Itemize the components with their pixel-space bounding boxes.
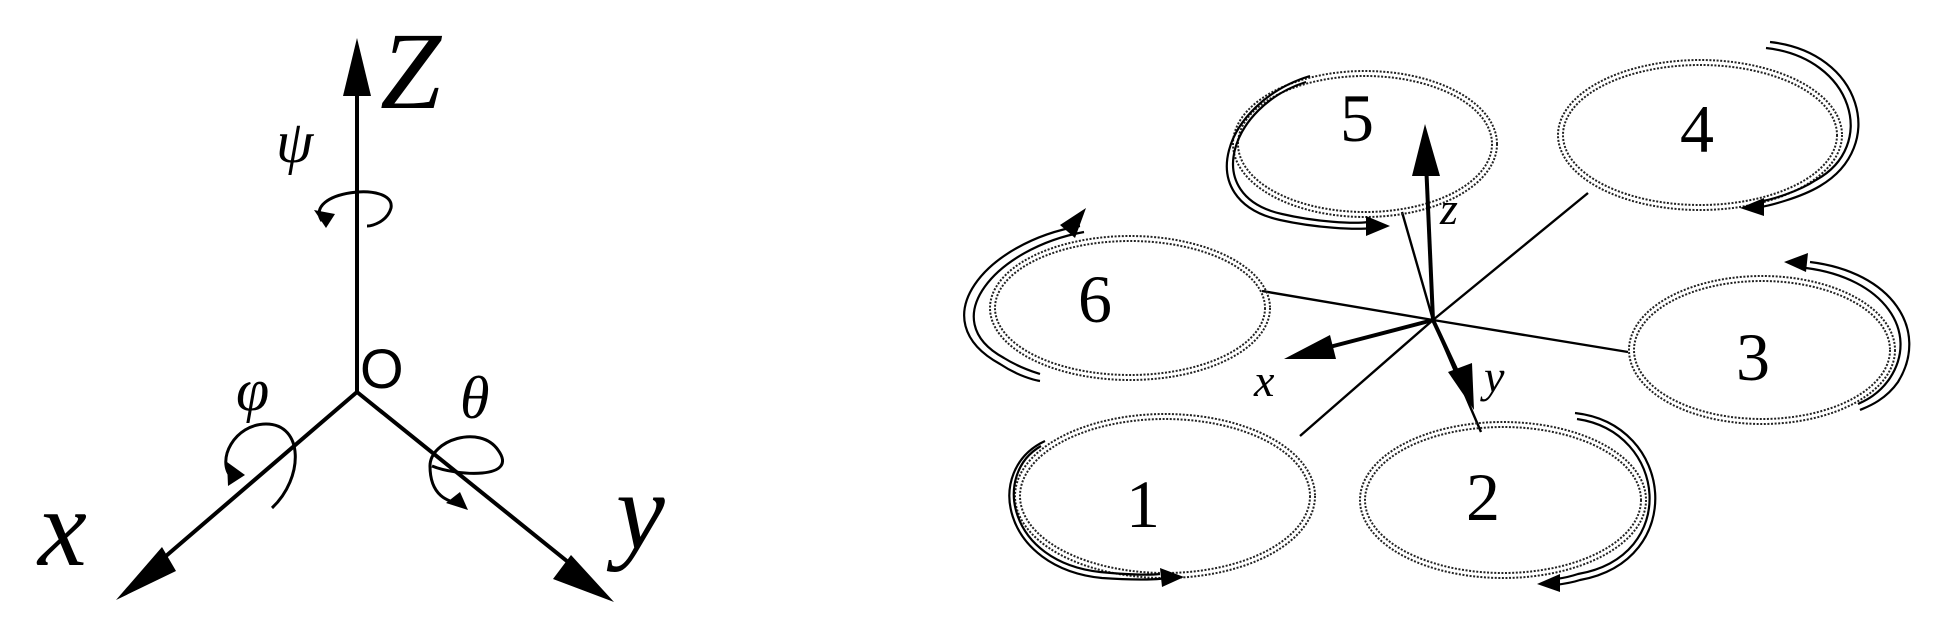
roll-rotation-arrow [224,422,297,510]
roll-arrowhead [227,462,245,486]
rotor-3-label: 3 [1736,319,1770,395]
hexacopter: 1 2 3 4 [963,40,1911,592]
y-axis-arrowhead [553,555,614,602]
rotor-6-direction-arrowhead [1060,208,1086,238]
rotor-4: 4 [1557,40,1860,216]
pitch-rotation-arrow [428,435,504,510]
yaw-arrowhead [314,210,335,228]
body-y-axis [1431,319,1474,410]
rotor-6-label: 6 [1078,261,1112,337]
rotor-1-direction-arrowhead [1160,568,1184,587]
body-y-axis-arrowhead [1448,363,1474,410]
x-axis-label: x [36,467,87,589]
rotor-2-label: 2 [1466,459,1500,535]
rotor-1: 1 [1008,413,1316,587]
rotor-4-label: 4 [1680,91,1714,167]
rotor-2: 2 [1359,411,1657,592]
body-z-axis [1412,124,1440,321]
pitch-angle-label: θ [460,365,489,431]
body-z-axis-label: z [1439,183,1458,234]
rotor-5-label: 5 [1340,80,1374,156]
inertial-frame: Z x y O ψ φ θ [36,10,665,602]
body-y-axis-label: y [1480,351,1505,402]
rotor-1-label: 1 [1126,466,1160,542]
rotor-5-direction-arrowhead [1366,216,1390,236]
z-axis [343,38,371,392]
body-z-axis-arrowhead [1412,124,1440,176]
y-axis-label: y [606,450,665,572]
pitch-arrowhead [446,492,468,510]
body-x-axis [1284,318,1434,359]
z-axis-label: Z [380,10,443,132]
rotor-3-direction-arrowhead [1784,253,1808,272]
rotor-3: 3 [1628,253,1911,425]
roll-angle-label: φ [236,357,269,423]
yaw-rotation-arrow [314,190,393,228]
rotor-5: 5 [1225,70,1498,236]
body-x-axis-label: x [1253,355,1275,406]
rotor-4-direction-arrowhead [1740,198,1764,216]
z-axis-arrowhead [343,38,371,96]
y-axis [355,390,614,602]
rotor-2-direction-arrowhead [1537,574,1560,592]
origin-label: O [360,337,404,400]
rotor-6: 6 [963,208,1271,383]
x-axis-arrowhead [116,547,176,600]
yaw-angle-label: ψ [276,109,315,175]
body-x-axis-arrowhead [1284,335,1336,359]
x-axis [116,390,359,600]
